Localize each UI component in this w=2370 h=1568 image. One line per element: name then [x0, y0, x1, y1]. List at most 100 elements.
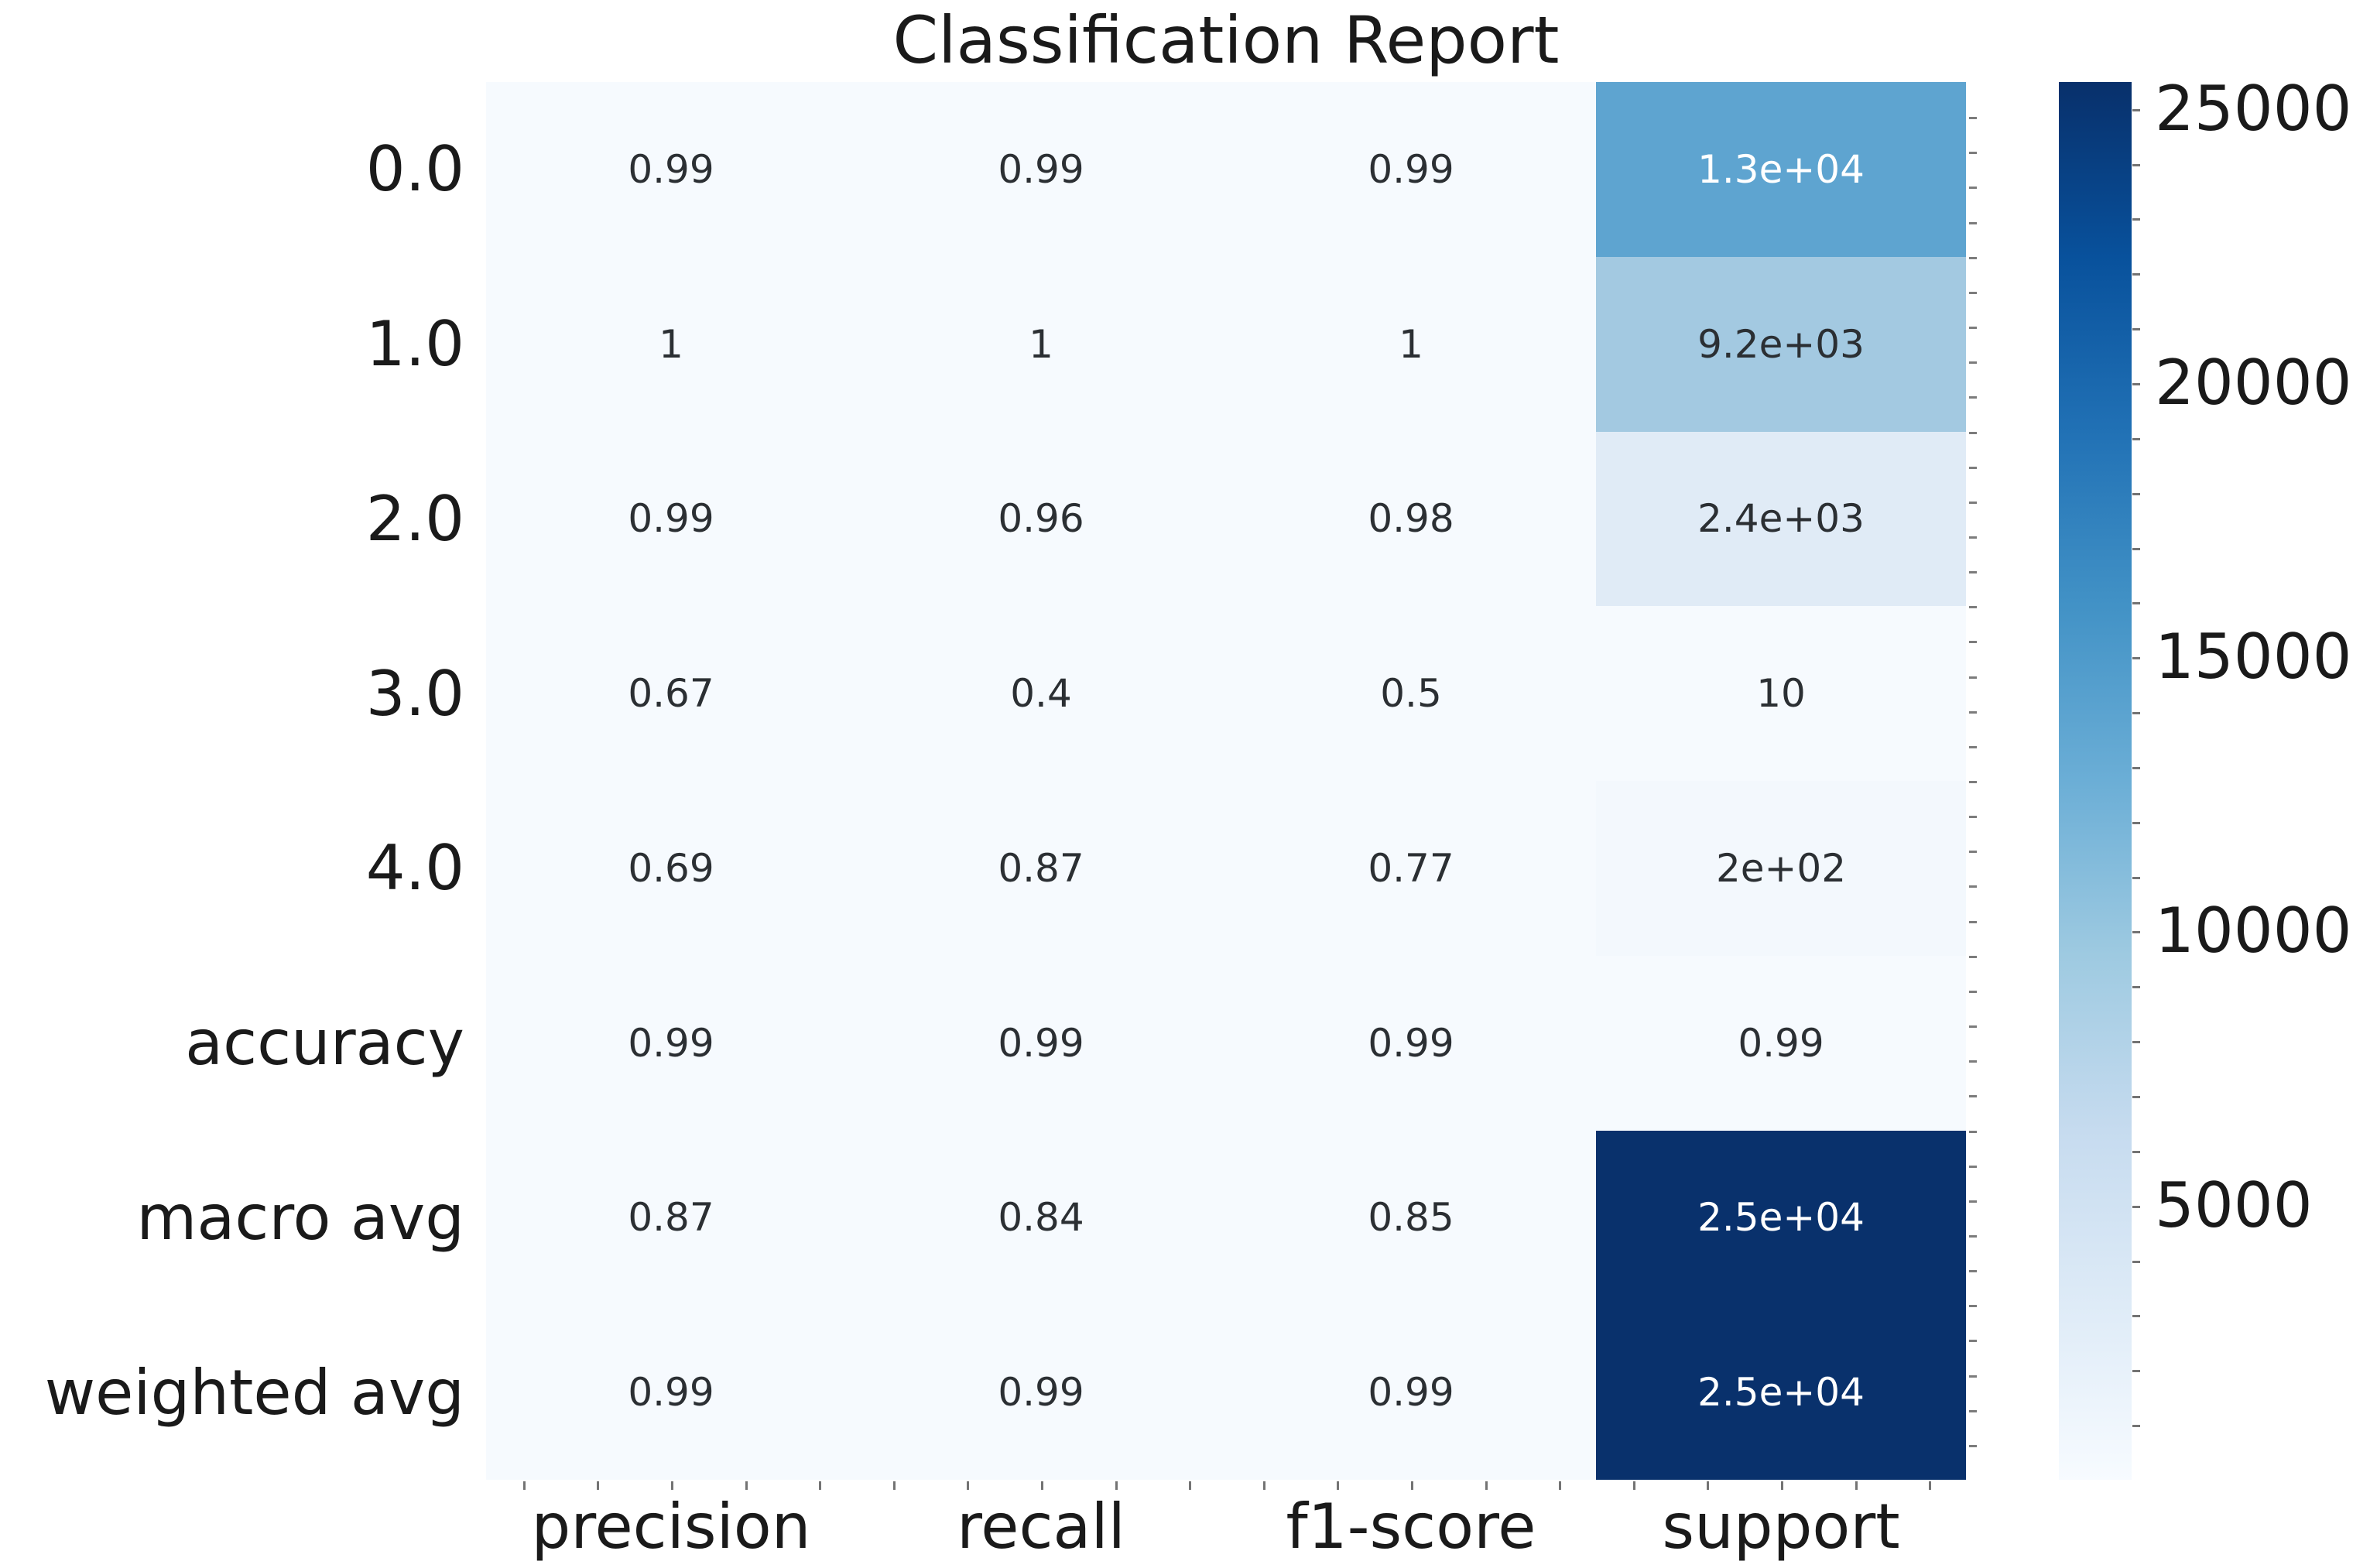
- col-label: precision: [531, 1491, 811, 1563]
- x-minor-tick: [1485, 1481, 1488, 1490]
- colorbar-tick: [2132, 1150, 2140, 1153]
- row-label: weighted avg: [44, 1356, 464, 1429]
- y-minor-tick: [1969, 1095, 1977, 1098]
- colorbar-tick: [2132, 547, 2140, 550]
- x-minor-tick: [671, 1481, 673, 1490]
- y-minor-tick: [1969, 781, 1977, 783]
- colorbar-tick-label: 5000: [2155, 1169, 2313, 1241]
- heatmap-cell-1.0-support: 9.2e+03: [1596, 256, 1966, 432]
- colorbar-tick: [2132, 657, 2140, 660]
- heatmap-cell-3.0-support: 10: [1596, 606, 1966, 781]
- row-label: 1.0: [365, 308, 464, 381]
- y-minor-tick: [1969, 1270, 1977, 1273]
- heatmap-cell-0.0-precision: 0.99: [486, 82, 856, 257]
- y-minor-tick: [1969, 1375, 1977, 1378]
- colorbar-tick: [2132, 766, 2140, 769]
- y-minor-tick: [1969, 1234, 1977, 1238]
- colorbar-tick: [2132, 108, 2140, 111]
- colorbar-tick-label: 15000: [2155, 621, 2352, 693]
- heatmap-cell-0.0-f1-score: 0.99: [1226, 82, 1596, 257]
- colorbar-gradient: [2059, 82, 2132, 1480]
- col-label: recall: [957, 1491, 1125, 1563]
- y-minor-tick: [1969, 466, 1977, 469]
- heatmap-cell-1.0-f1-score: 1: [1226, 256, 1596, 432]
- colorbar-tick: [2132, 986, 2140, 989]
- colorbar-tick-label: 20000: [2155, 346, 2352, 419]
- y-minor-tick: [1969, 606, 1977, 609]
- y-minor-tick: [1969, 955, 1977, 958]
- row-label: 2.0: [365, 482, 464, 555]
- row-label: 4.0: [365, 832, 464, 905]
- y-minor-tick: [1969, 536, 1977, 539]
- colorbar-tick: [2132, 492, 2140, 495]
- heatmap-cell-3.0-precision: 0.67: [486, 606, 856, 781]
- colorbar-tick-label: 25000: [2155, 72, 2352, 145]
- y-minor-tick: [1969, 816, 1977, 819]
- y-minor-tick: [1969, 676, 1977, 679]
- y-minor-tick: [1969, 431, 1977, 434]
- colorbar-tick: [2132, 273, 2140, 276]
- colorbar-tick: [2132, 712, 2140, 715]
- heatmap-cell-2.0-f1-score: 0.98: [1226, 431, 1596, 607]
- heatmap-cell-1.0-precision: 1: [486, 256, 856, 432]
- heatmap-cell-1.0-recall: 1: [856, 256, 1226, 432]
- heatmap-cell-4.0-f1-score: 0.77: [1226, 781, 1596, 956]
- y-minor-tick: [1969, 1305, 1977, 1308]
- y-minor-tick: [1969, 1060, 1977, 1063]
- colorbar-tick: [2132, 1096, 2140, 1099]
- colorbar-tick: [2132, 328, 2140, 331]
- y-minor-tick: [1969, 1130, 1977, 1133]
- heatmap-cell-macro-avg-f1-score: 0.85: [1226, 1130, 1596, 1306]
- colorbar-tick: [2132, 163, 2140, 166]
- y-minor-tick: [1969, 256, 1977, 259]
- x-axis-minor-ticks: [486, 1480, 1966, 1491]
- heatmap-cell-0.0-recall: 0.99: [856, 82, 1226, 257]
- x-minor-tick: [1411, 1481, 1413, 1490]
- heatmap-cell-accuracy-precision: 0.99: [486, 955, 856, 1131]
- colorbar-tick: [2132, 821, 2140, 824]
- row-label: 3.0: [365, 657, 464, 730]
- row-label: macro avg: [136, 1181, 464, 1254]
- x-minor-tick: [1855, 1481, 1858, 1490]
- y-minor-tick: [1969, 187, 1977, 190]
- y-minor-tick: [1969, 1025, 1977, 1029]
- heatmap-cell-3.0-f1-score: 0.5: [1226, 606, 1596, 781]
- colorbar-tick: [2132, 1260, 2140, 1263]
- x-minor-tick: [1559, 1481, 1562, 1490]
- heatmap-cell-0.0-support: 1.3e+04: [1596, 82, 1966, 257]
- heatmap-cell-2.0-recall: 0.96: [856, 431, 1226, 607]
- heatmap-cell-weighted-avg-support: 2.5e+04: [1596, 1305, 1966, 1480]
- chart-title: Classification Report: [892, 2, 1560, 78]
- x-minor-tick: [1337, 1481, 1340, 1490]
- heatmap-cell-3.0-recall: 0.4: [856, 606, 1226, 781]
- colorbar-tick: [2132, 876, 2140, 879]
- y-minor-tick: [1969, 710, 1977, 714]
- y-minor-tick: [1969, 851, 1977, 854]
- y-minor-tick: [1969, 327, 1977, 330]
- row-label: 0.0: [365, 133, 464, 206]
- heatmap-cell-macro-avg-precision: 0.87: [486, 1130, 856, 1306]
- heatmap-cell-4.0-support: 2e+02: [1596, 781, 1966, 956]
- heatmap-cell-accuracy-support: 0.99: [1596, 955, 1966, 1131]
- y-minor-tick: [1969, 920, 1977, 923]
- heatmap-cell-weighted-avg-precision: 0.99: [486, 1305, 856, 1480]
- heatmap-cell-accuracy-recall: 0.99: [856, 955, 1226, 1131]
- heatmap-cell-macro-avg-recall: 0.84: [856, 1130, 1226, 1306]
- y-axis-minor-ticks: [1968, 82, 1978, 1480]
- y-minor-tick: [1969, 1200, 1977, 1203]
- heatmap-cell-accuracy-f1-score: 0.99: [1226, 955, 1596, 1131]
- y-minor-tick: [1969, 571, 1977, 574]
- heatmap-cell-2.0-precision: 0.99: [486, 431, 856, 607]
- colorbar-tick: [2132, 1370, 2140, 1373]
- x-minor-tick: [1189, 1481, 1192, 1490]
- colorbar-tick: [2132, 437, 2140, 440]
- colorbar-tick: [2132, 1425, 2140, 1428]
- y-minor-tick: [1969, 291, 1977, 294]
- y-minor-tick: [1969, 1340, 1977, 1343]
- col-label: support: [1662, 1491, 1900, 1563]
- colorbar-tick: [2132, 602, 2140, 605]
